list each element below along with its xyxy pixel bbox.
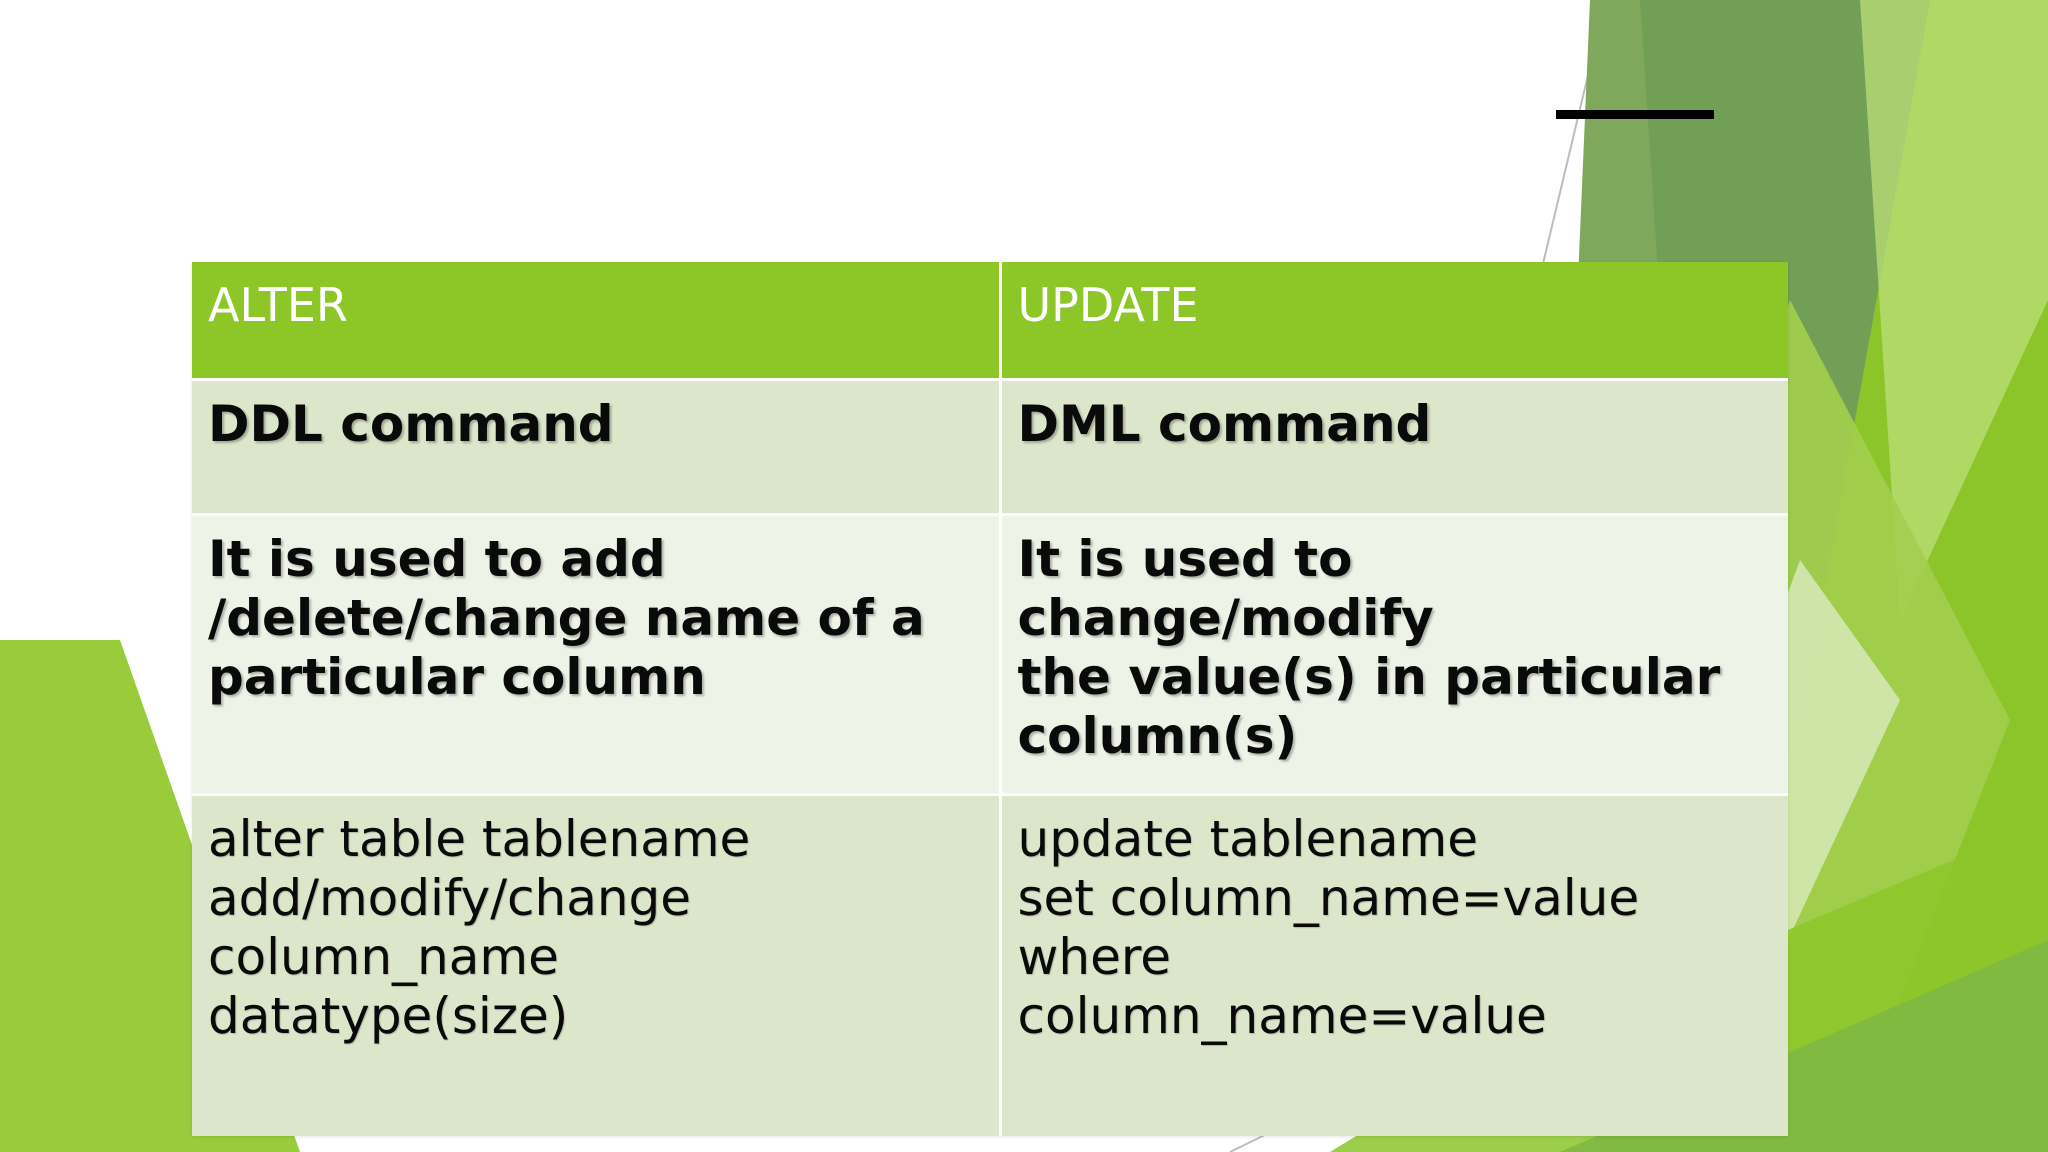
- comparison-table-container: ALTER UPDATE DDL command DML command It …: [192, 262, 1788, 1136]
- column-header-update: UPDATE: [1000, 262, 1788, 381]
- cell-update-purpose: It is used to change/modify the value(s)…: [1000, 514, 1788, 796]
- cell-alter-command-type: DDL command: [192, 379, 1002, 516]
- table-row: DDL command DML command: [192, 379, 1788, 516]
- table-row: alter table tablename add/modify/change …: [192, 794, 1788, 1136]
- column-header-alter: ALTER: [192, 262, 1002, 381]
- table-header-row: ALTER UPDATE: [192, 262, 1788, 381]
- cell-alter-purpose: It is used to add /delete/change name of…: [192, 514, 1002, 796]
- cell-alter-syntax: alter table tablename add/modify/change …: [192, 794, 1002, 1136]
- decor-poly-pale: [1860, 0, 2048, 620]
- alter-vs-update-table: ALTER UPDATE DDL command DML command It …: [192, 262, 1788, 1136]
- cell-update-command-type: DML command: [1000, 379, 1788, 516]
- top-rule-accent: [1556, 110, 1714, 119]
- cell-update-syntax: update tablename set column_name=value w…: [1000, 794, 1788, 1136]
- table-row: It is used to add /delete/change name of…: [192, 514, 1788, 796]
